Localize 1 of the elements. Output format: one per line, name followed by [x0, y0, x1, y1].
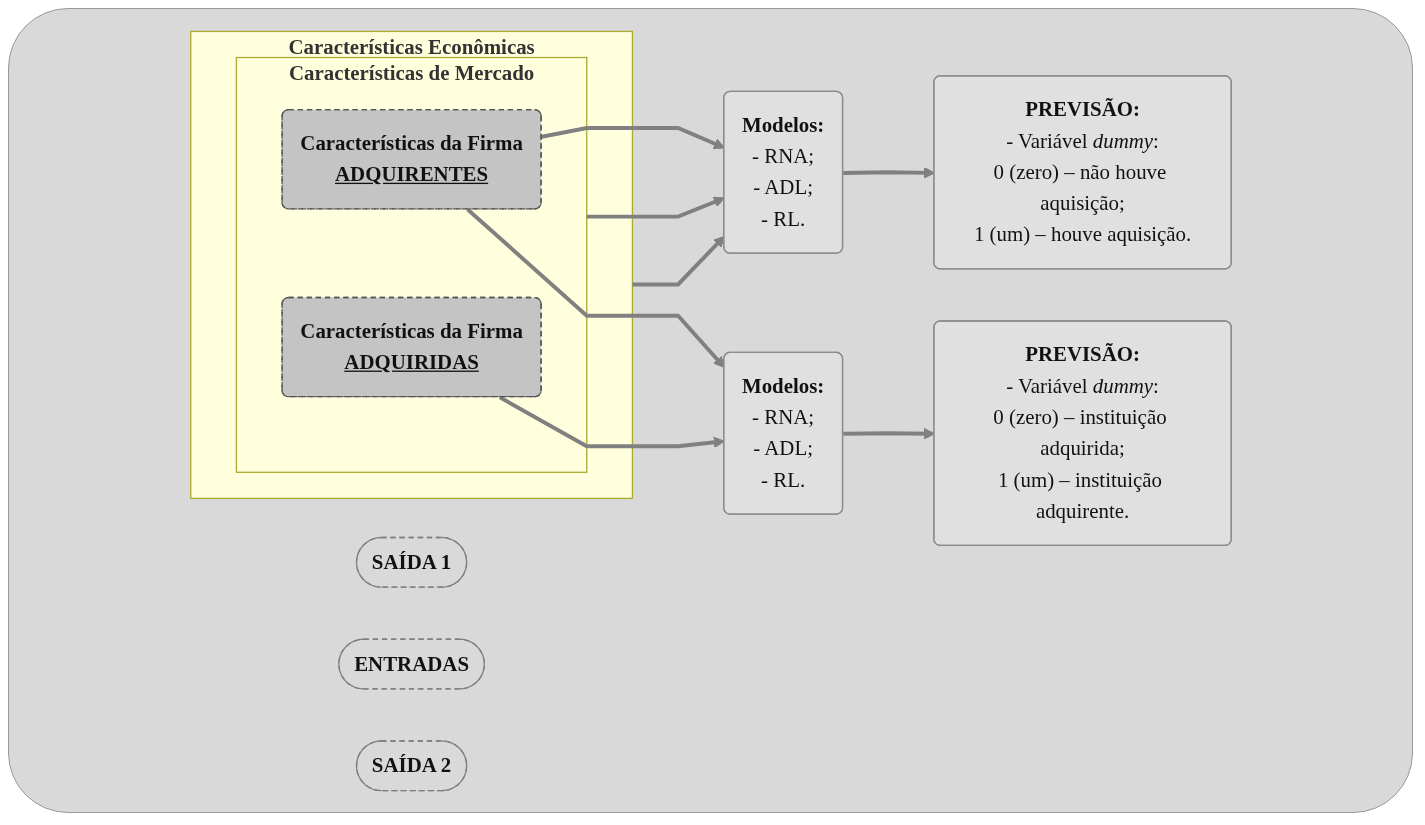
- arrow: [465, 207, 725, 368]
